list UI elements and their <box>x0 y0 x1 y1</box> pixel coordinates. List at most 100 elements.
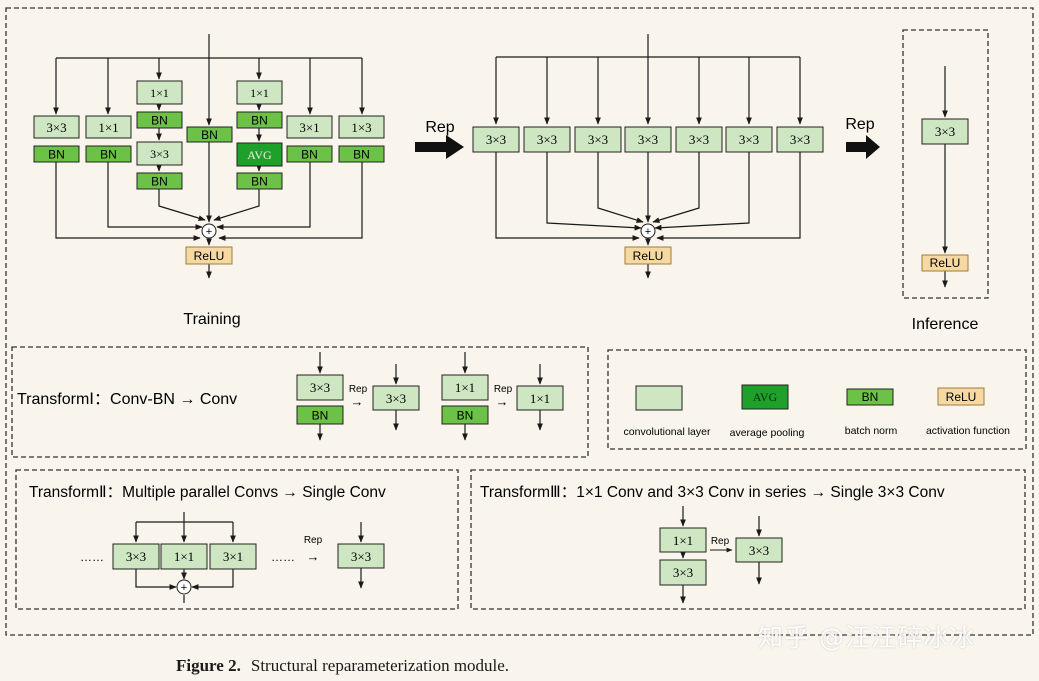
mid-conv-2 <box>523 126 571 153</box>
t2-out <box>337 543 385 569</box>
train-b2-conv <box>85 115 132 139</box>
mid-relu-label: ReLU <box>633 249 664 263</box>
transform3-frame <box>470 469 1026 610</box>
train-b1-conv <box>33 115 80 139</box>
train-b5-conv <box>236 80 283 105</box>
watermark: 知乎 @汪汪碎冰冰 <box>758 623 975 652</box>
mid-conv-3 <box>574 126 622 153</box>
train-b3-bn2-label: BN <box>151 175 168 189</box>
rep-arrow-1-label: Rep <box>425 119 454 136</box>
inference-conv <box>921 118 969 145</box>
train-sum-node <box>201 223 217 239</box>
legend-conv-label: convolutional layer <box>624 426 711 438</box>
train-b4-bn-label: BN <box>201 128 218 142</box>
transform1-title: TransformⅠ：Conv-BN → Conv <box>17 391 237 408</box>
mid-conv-5 <box>675 126 723 153</box>
rep-arrow-2-label: Rep <box>845 116 874 133</box>
legend-frame <box>607 349 1027 450</box>
legend-bn-swatch <box>846 388 894 406</box>
train-b6-bn-label: BN <box>301 148 318 162</box>
t3-out-label: 3×3 <box>749 543 769 558</box>
train-b1-bn <box>33 145 80 163</box>
train-b3-conv1-label: 1×1 <box>150 86 169 100</box>
train-b5-conv-label: 1×1 <box>250 86 269 100</box>
train-b2-conv-label: 1×1 <box>98 120 118 135</box>
train-b1-conv-label: 3×3 <box>46 120 66 135</box>
transform3-lines <box>680 506 762 604</box>
figure-caption-label: Figure 2. <box>176 656 241 675</box>
legend-bn-label: batch norm <box>845 425 898 437</box>
t1-b-conv-label: 1×1 <box>455 380 475 395</box>
legend-avg-text: AVG <box>753 390 778 404</box>
t3-conv2-label: 3×3 <box>673 565 693 580</box>
t1-a-bn-label: BN <box>312 409 329 423</box>
t1-a-conv-label: 3×3 <box>310 380 330 395</box>
rep-arrow-2-icon <box>846 135 880 159</box>
inference-label: Inference <box>912 316 979 333</box>
mid-conv-4 <box>624 126 672 153</box>
mid-conv-3-label: 3×3 <box>588 132 608 147</box>
transform2-frame <box>15 469 459 610</box>
legend-bn-text: BN <box>862 390 879 404</box>
t1-b-out-label: 1×1 <box>530 391 550 406</box>
t2-conv-2 <box>160 543 208 570</box>
t1-b-rep: Rep <box>494 384 513 395</box>
t2-out-label: 3×3 <box>351 549 371 564</box>
legend-relu-swatch <box>937 387 985 406</box>
legend-avg-swatch <box>741 384 789 410</box>
train-b5-avg-label: AVG <box>247 148 272 162</box>
inference-conv-label: 3×3 <box>935 124 955 139</box>
inference-frame <box>902 29 989 299</box>
train-b5-bn2 <box>236 172 283 190</box>
figure-caption: Figure 2. Structural reparameterization m… <box>176 656 509 676</box>
mid-relu <box>624 246 672 265</box>
t2-rep: Rep <box>304 535 323 546</box>
t2-sum-symbol: + <box>181 582 187 594</box>
train-b4-bn <box>186 126 233 143</box>
mid-conv-4-label: 3×3 <box>638 132 658 147</box>
t3-conv1-label: 1×1 <box>673 533 693 548</box>
transform2-title: TransformⅡ：Multiple parallel Convs → Sin… <box>29 484 386 501</box>
middle-block-lines <box>493 34 803 279</box>
train-b7-bn-label: BN <box>353 148 370 162</box>
outer-frame <box>5 7 1034 636</box>
t1-a-rep: Rep <box>349 384 368 395</box>
inference-relu-label: ReLU <box>930 256 961 270</box>
train-relu <box>185 246 233 265</box>
mid-conv-5-label: 3×3 <box>689 132 709 147</box>
train-b7-bn <box>338 145 385 163</box>
mid-conv-7-label: 3×3 <box>790 132 810 147</box>
mid-sum-node <box>640 223 656 239</box>
train-sum-symbol: + <box>206 226 212 238</box>
train-b7-conv-label: 1×3 <box>351 120 371 135</box>
train-b3-bn1 <box>136 111 183 129</box>
t1-b-arrow: → <box>496 394 509 409</box>
t2-arrow: → <box>307 549 320 564</box>
mid-conv-1-label: 3×3 <box>486 132 506 147</box>
train-b5-avg <box>236 142 283 167</box>
t2-conv-3 <box>209 543 257 570</box>
t3-out <box>735 537 783 563</box>
train-b5-bn2-label: BN <box>251 175 268 189</box>
inference-relu <box>921 254 969 272</box>
t3-conv2 <box>659 559 707 586</box>
train-b3-conv1 <box>136 80 183 105</box>
mid-conv-6-label: 3×3 <box>739 132 759 147</box>
t1-b-out <box>516 385 564 411</box>
t1-b-bn-label: BN <box>457 409 474 423</box>
t1-a-out-label: 3×3 <box>386 391 406 406</box>
figure-caption-text: Structural reparameterization module. <box>250 656 510 675</box>
train-b1-bn-label: BN <box>48 148 65 162</box>
train-b3-bn1-label: BN <box>151 114 168 128</box>
transform1-lines <box>317 352 543 441</box>
transform3-title: TransformⅢ：1×1 Conv and 3×3 Conv in seri… <box>480 484 945 501</box>
legend-avg-label: average pooling <box>730 427 805 439</box>
mid-conv-7 <box>776 126 824 153</box>
train-b6-conv <box>286 115 333 139</box>
mid-conv-1 <box>472 126 520 153</box>
t2-conv-3-label: 3×1 <box>223 549 243 564</box>
train-b5-bn1-label: BN <box>251 114 268 128</box>
t2-conv-1 <box>112 543 160 570</box>
training-block <box>53 34 365 279</box>
transform1-frame <box>11 346 589 458</box>
